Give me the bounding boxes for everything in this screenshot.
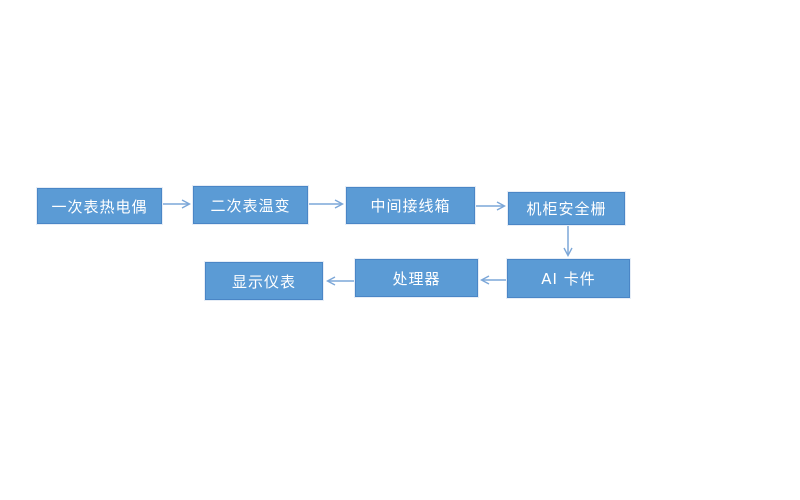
node-ai-card: AI 卡件: [507, 259, 630, 298]
node-secondary-transmitter: 二次表温变: [193, 186, 308, 224]
node-display-instrument: 显示仪表: [205, 262, 323, 300]
node-primary-thermocouple: 一次表热电偶: [37, 188, 162, 224]
node-processor: 处理器: [355, 259, 478, 297]
node-junction-box: 中间接线箱: [346, 187, 475, 224]
node-safety-barrier: 机柜安全栅: [508, 192, 625, 225]
